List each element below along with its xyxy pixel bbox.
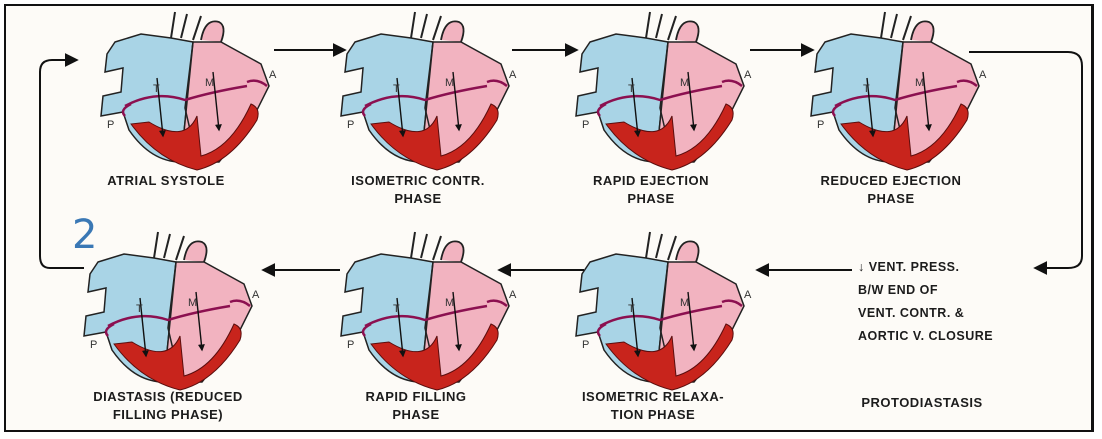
pulmonary-label: P (817, 119, 824, 131)
vena-cava-icon (154, 232, 184, 260)
tricuspid-label: T (393, 303, 400, 315)
aorta-label: A (744, 69, 752, 81)
mitral-label: M (915, 77, 924, 89)
aorta-label: A (744, 289, 752, 301)
aortic-arch-icon (184, 241, 207, 262)
heart-isometric-contraction: T M A P (341, 12, 517, 170)
vena-cava-icon (646, 12, 676, 40)
vena-cava-icon (411, 232, 441, 260)
pulmonary-label: P (90, 339, 97, 351)
vena-cava-icon (881, 12, 911, 40)
aortic-arch-icon (441, 21, 464, 42)
aorta-label: A (979, 69, 987, 81)
aortic-arch-icon (911, 21, 934, 42)
heart-diastasis: T M A P (84, 232, 260, 390)
phase-label-diastasis: DIASTASIS (REDUCED FILLING PHASE) (68, 388, 268, 424)
heart-reduced-ejection: T M A P (811, 12, 987, 170)
heart-rapid-filling: T M A P (341, 232, 517, 390)
phase-label-atrial-systole: ATRIAL SYSTOLE (76, 172, 256, 190)
tricuspid-label: T (628, 83, 635, 95)
aorta-label: A (509, 69, 517, 81)
mitral-label: M (188, 297, 197, 309)
mitral-label: M (680, 297, 689, 309)
aortic-arch-icon (676, 241, 699, 262)
phase-label-rapid-filling: RAPID FILLING PHASE (326, 388, 506, 424)
mitral-label: M (445, 77, 454, 89)
phase-label-reduced-ejection: REDUCED EJECTION PHASE (791, 172, 991, 208)
phase-label-protodiastasis: PROTODIASTASIS (832, 394, 1012, 412)
heart-atrial-systole: T M A P (101, 12, 277, 170)
aortic-arch-icon (441, 241, 464, 262)
pulmonary-label: P (582, 339, 589, 351)
mitral-label: M (445, 297, 454, 309)
vena-cava-icon (646, 232, 676, 260)
heart-rapid-ejection: T M A P (576, 12, 752, 170)
aorta-label: A (252, 289, 260, 301)
phase-label-isometric-contraction: ISOMETRIC CONTR. PHASE (328, 172, 508, 208)
arrow-reduced-ejection-to-protodiastasis (969, 52, 1082, 268)
mitral-label: M (205, 77, 214, 89)
aortic-arch-icon (201, 21, 224, 42)
tricuspid-label: T (136, 303, 143, 315)
phase-label-rapid-ejection: RAPID EJECTION PHASE (561, 172, 741, 208)
pulmonary-label: P (582, 119, 589, 131)
tricuspid-label: T (628, 303, 635, 315)
aorta-label: A (269, 69, 277, 81)
tricuspid-label: T (153, 83, 160, 95)
slide-number: 2 (72, 212, 97, 258)
diagram-frame: T M A P T M A P T M A P T M A P T M A P T M A P T M A P ATRIAL SYST… (4, 4, 1094, 432)
vena-cava-icon (411, 12, 441, 40)
phase-label-isometric-relaxation: ISOMETRIC RELAXA- TION PHASE (558, 388, 748, 424)
cardiac-cycle-diagram: T M A P T M A P T M A P T M A P T M A P T M A P T M A P (6, 6, 1096, 434)
pulmonary-label: P (107, 119, 114, 131)
aorta-label: A (509, 289, 517, 301)
protodiastasis-note: ↓ VENT. PRESS. B/W END OF VENT. CONTR. &… (858, 256, 1058, 348)
tricuspid-label: T (393, 83, 400, 95)
heart-isometric-relaxation: T M A P (576, 232, 752, 390)
mitral-label: M (680, 77, 689, 89)
aortic-arch-icon (676, 21, 699, 42)
vena-cava-icon (171, 12, 201, 40)
pulmonary-label: P (347, 119, 354, 131)
pulmonary-label: P (347, 339, 354, 351)
tricuspid-label: T (863, 83, 870, 95)
